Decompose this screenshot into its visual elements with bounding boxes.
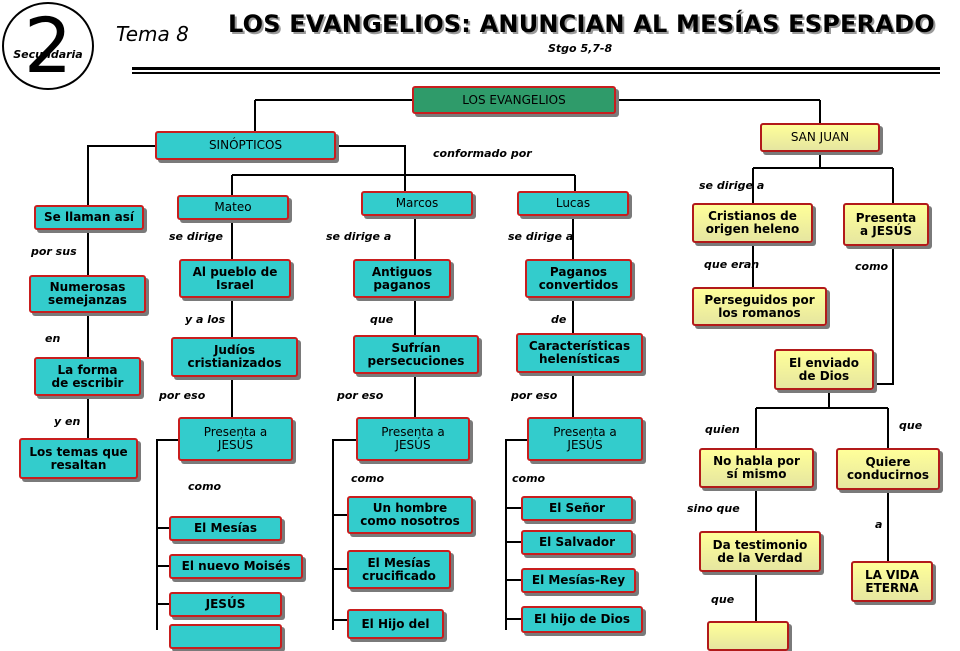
label-de: de bbox=[551, 313, 567, 326]
node-no-habla: No habla por sí mismo bbox=[699, 448, 814, 488]
node-mateo-presenta-jesus: Presenta a JESÚS bbox=[178, 417, 293, 461]
node-cristianos-heleno: Cristianos de origen heleno bbox=[692, 203, 813, 243]
enviado-connector bbox=[755, 390, 889, 625]
node-forma-escribir: La forma de escribir bbox=[34, 357, 141, 396]
node-judios-cristianizados: Judíos cristianizados bbox=[171, 337, 298, 377]
root-connector bbox=[254, 99, 821, 131]
label-y-a-los: y a los bbox=[185, 313, 226, 326]
node-juan-presenta-jesus: Presenta a JESÚS bbox=[843, 203, 929, 246]
node-san-juan: SAN JUAN bbox=[760, 123, 880, 152]
lucas-connector bbox=[505, 216, 574, 630]
node-temas-resaltan: Los temas que resaltan bbox=[19, 438, 138, 479]
node-vida-eterna: LA VIDA ETERNA bbox=[851, 561, 933, 602]
node-mesias-rey: El Mesías-Rey bbox=[521, 568, 636, 593]
header-rule-bottom bbox=[132, 72, 940, 74]
connector-lines bbox=[87, 99, 894, 630]
label-sino-que: sino que bbox=[687, 502, 740, 515]
node-mateo-extra bbox=[169, 624, 282, 649]
node-marcos: Marcos bbox=[361, 191, 473, 216]
mateo-connector bbox=[156, 220, 233, 630]
node-pueblo-israel: Al pueblo de Israel bbox=[179, 259, 291, 298]
node-antiguos-paganos: Antiguos paganos bbox=[353, 259, 451, 298]
node-numerosas-semejanzas: Numerosas semejanzas bbox=[29, 275, 146, 313]
label-juan-como: como bbox=[855, 260, 889, 273]
node-los-evangelios: LOS EVANGELIOS bbox=[412, 86, 616, 114]
node-quiere-conducirnos: Quiere conducirnos bbox=[836, 448, 940, 490]
node-jesus: JESÚS bbox=[169, 592, 282, 617]
label-en: en bbox=[45, 332, 61, 345]
label-mateo-como: como bbox=[188, 480, 222, 493]
node-mesias-crucificado: El Mesías crucificado bbox=[347, 550, 451, 589]
node-caracteristicas-helenisticas: Características helenísticas bbox=[516, 333, 643, 373]
header-rule-top bbox=[132, 67, 940, 70]
label-lucas-como: como bbox=[512, 472, 546, 485]
label-que-eran: que eran bbox=[704, 258, 760, 271]
node-lucas-presenta-jesus: Presenta a JESÚS bbox=[527, 417, 643, 461]
marcos-connector bbox=[332, 216, 416, 630]
label-a: a bbox=[875, 518, 883, 531]
label-marcos-por-eso: por eso bbox=[337, 389, 384, 402]
node-paganos-convertidos: Paganos convertidos bbox=[525, 259, 632, 298]
node-mateo: Mateo bbox=[177, 195, 289, 220]
node-lucas: Lucas bbox=[517, 191, 629, 216]
logo-text: Secundaria bbox=[13, 48, 83, 61]
node-marcos-presenta-jesus: Presenta a JESÚS bbox=[356, 417, 470, 461]
label-que-bottom: que bbox=[711, 593, 735, 606]
node-sinopticos: SINÓPTICOS bbox=[155, 131, 336, 160]
topic-label: Tema 8 bbox=[116, 22, 189, 46]
label-lucas-se-dirige-a: se dirige a bbox=[508, 230, 574, 243]
node-juan-extra bbox=[707, 621, 789, 651]
node-se-llaman-asi: Se llaman así bbox=[34, 205, 144, 230]
sinopticos-connector bbox=[87, 145, 576, 205]
label-mateo-por-eso: por eso bbox=[159, 389, 206, 402]
node-enviado-de-dios: El enviado de Dios bbox=[774, 349, 874, 390]
label-quien: quien bbox=[705, 423, 740, 436]
node-el-salvador: El Salvador bbox=[521, 530, 633, 555]
node-testimonio-verdad: Da testimonio de la Verdad bbox=[699, 531, 821, 572]
label-conformado-por: conformado por bbox=[433, 147, 532, 160]
label-marcos-como: como bbox=[351, 472, 385, 485]
node-el-mesias: El Mesías bbox=[169, 516, 282, 541]
logo-number: 2 bbox=[23, 1, 73, 90]
label-juan-se-dirige-a: se dirige a bbox=[699, 179, 765, 192]
label-mateo-se-dirige: se dirige bbox=[169, 230, 224, 243]
label-marcos-se-dirige-a: se dirige a bbox=[326, 230, 392, 243]
label-marcos-que: que bbox=[370, 313, 394, 326]
logo: 2 Secundaria bbox=[2, 2, 94, 90]
node-nuevo-moises: El nuevo Moisés bbox=[169, 554, 303, 579]
node-sufrian-persecuciones: Sufrían persecuciones bbox=[353, 335, 479, 374]
node-el-senor: El Señor bbox=[521, 496, 633, 521]
san-juan-connector bbox=[752, 152, 894, 385]
label-y-en: y en bbox=[54, 415, 81, 428]
page-title: LOS EVANGELIOS: ANUNCIAN AL MESÍAS ESPER… bbox=[228, 10, 935, 38]
node-hijo-de-dios: El hijo de Dios bbox=[521, 606, 643, 633]
node-perseguidos-romanos: Perseguidos por los romanos bbox=[692, 287, 827, 326]
node-hombre-como-nosotros: Un hombre como nosotros bbox=[347, 496, 473, 534]
node-hijo-del: El Hijo del bbox=[347, 609, 444, 639]
label-que-right: que bbox=[899, 419, 923, 432]
scripture-reference: Stgo 5,7-8 bbox=[548, 42, 613, 55]
label-lucas-por-eso: por eso bbox=[511, 389, 558, 402]
label-por-sus: por sus bbox=[31, 245, 77, 258]
